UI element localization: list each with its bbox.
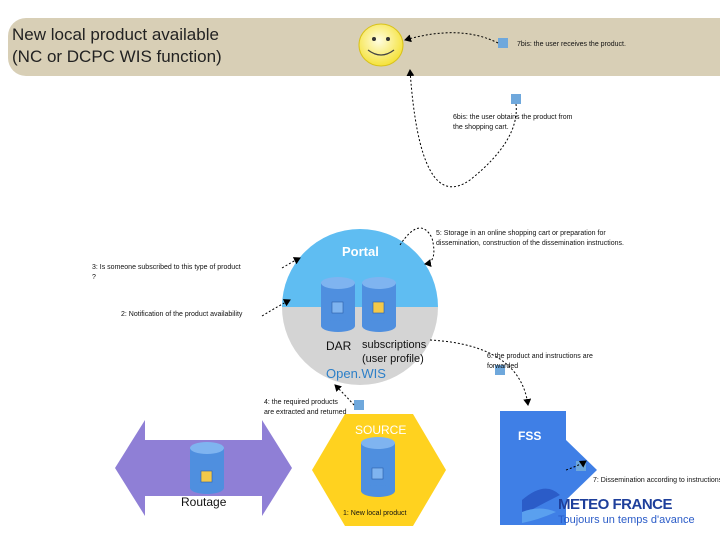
- meteo-france-logo-icon: [522, 488, 560, 523]
- step-2-note: 2: Notification of the product availabil…: [121, 311, 243, 318]
- routage-cylinder: [190, 442, 224, 494]
- logo-name: METEO FRANCE: [558, 496, 673, 513]
- dar-cylinder: [321, 277, 355, 332]
- dar-label: DAR: [326, 339, 352, 353]
- portal-label: Portal: [342, 244, 379, 259]
- routage-label: Routage: [181, 495, 227, 509]
- step-6bis-note: 6bis: the user obtains the product from …: [453, 114, 573, 131]
- fss-label: FSS: [518, 429, 542, 443]
- transmet-label: TRANSMET: [170, 423, 236, 437]
- step-3-note: 3: Is someone subscribed to this type of…: [92, 264, 241, 281]
- logo-tagline: Toujours un temps d'avance: [558, 514, 695, 526]
- flow-arrows: [261, 32, 587, 471]
- subscriptions-label: subscriptions (user profile): [362, 339, 427, 365]
- step-7-note: 7: Dissemination according to instructio…: [593, 477, 720, 484]
- openwis-label: Open.WIS: [326, 366, 386, 381]
- step-5-note: 5: Storage in an online shopping cart or…: [436, 230, 624, 247]
- source-label: SOURCE: [355, 423, 407, 437]
- source-cylinder: [361, 437, 395, 497]
- subscriptions-cylinder: [362, 277, 396, 332]
- page-title: New local product available (NC or DCPC …: [12, 25, 222, 66]
- step-6bis-marker: [511, 94, 521, 104]
- step-6-note: 6: the product and instructions are forw…: [487, 353, 593, 370]
- user-smiley-icon: [358, 23, 404, 67]
- step-7bis-marker: [498, 38, 508, 48]
- step-4-marker: [354, 400, 364, 410]
- step-6-marker: [495, 365, 505, 375]
- step-1-note: 1: New local product: [343, 510, 407, 517]
- step-4-note: 4: the required products are extracted a…: [264, 399, 347, 416]
- openwis-circle: [282, 229, 438, 385]
- step-7bis-note: 7bis: the user receives the product.: [517, 41, 626, 48]
